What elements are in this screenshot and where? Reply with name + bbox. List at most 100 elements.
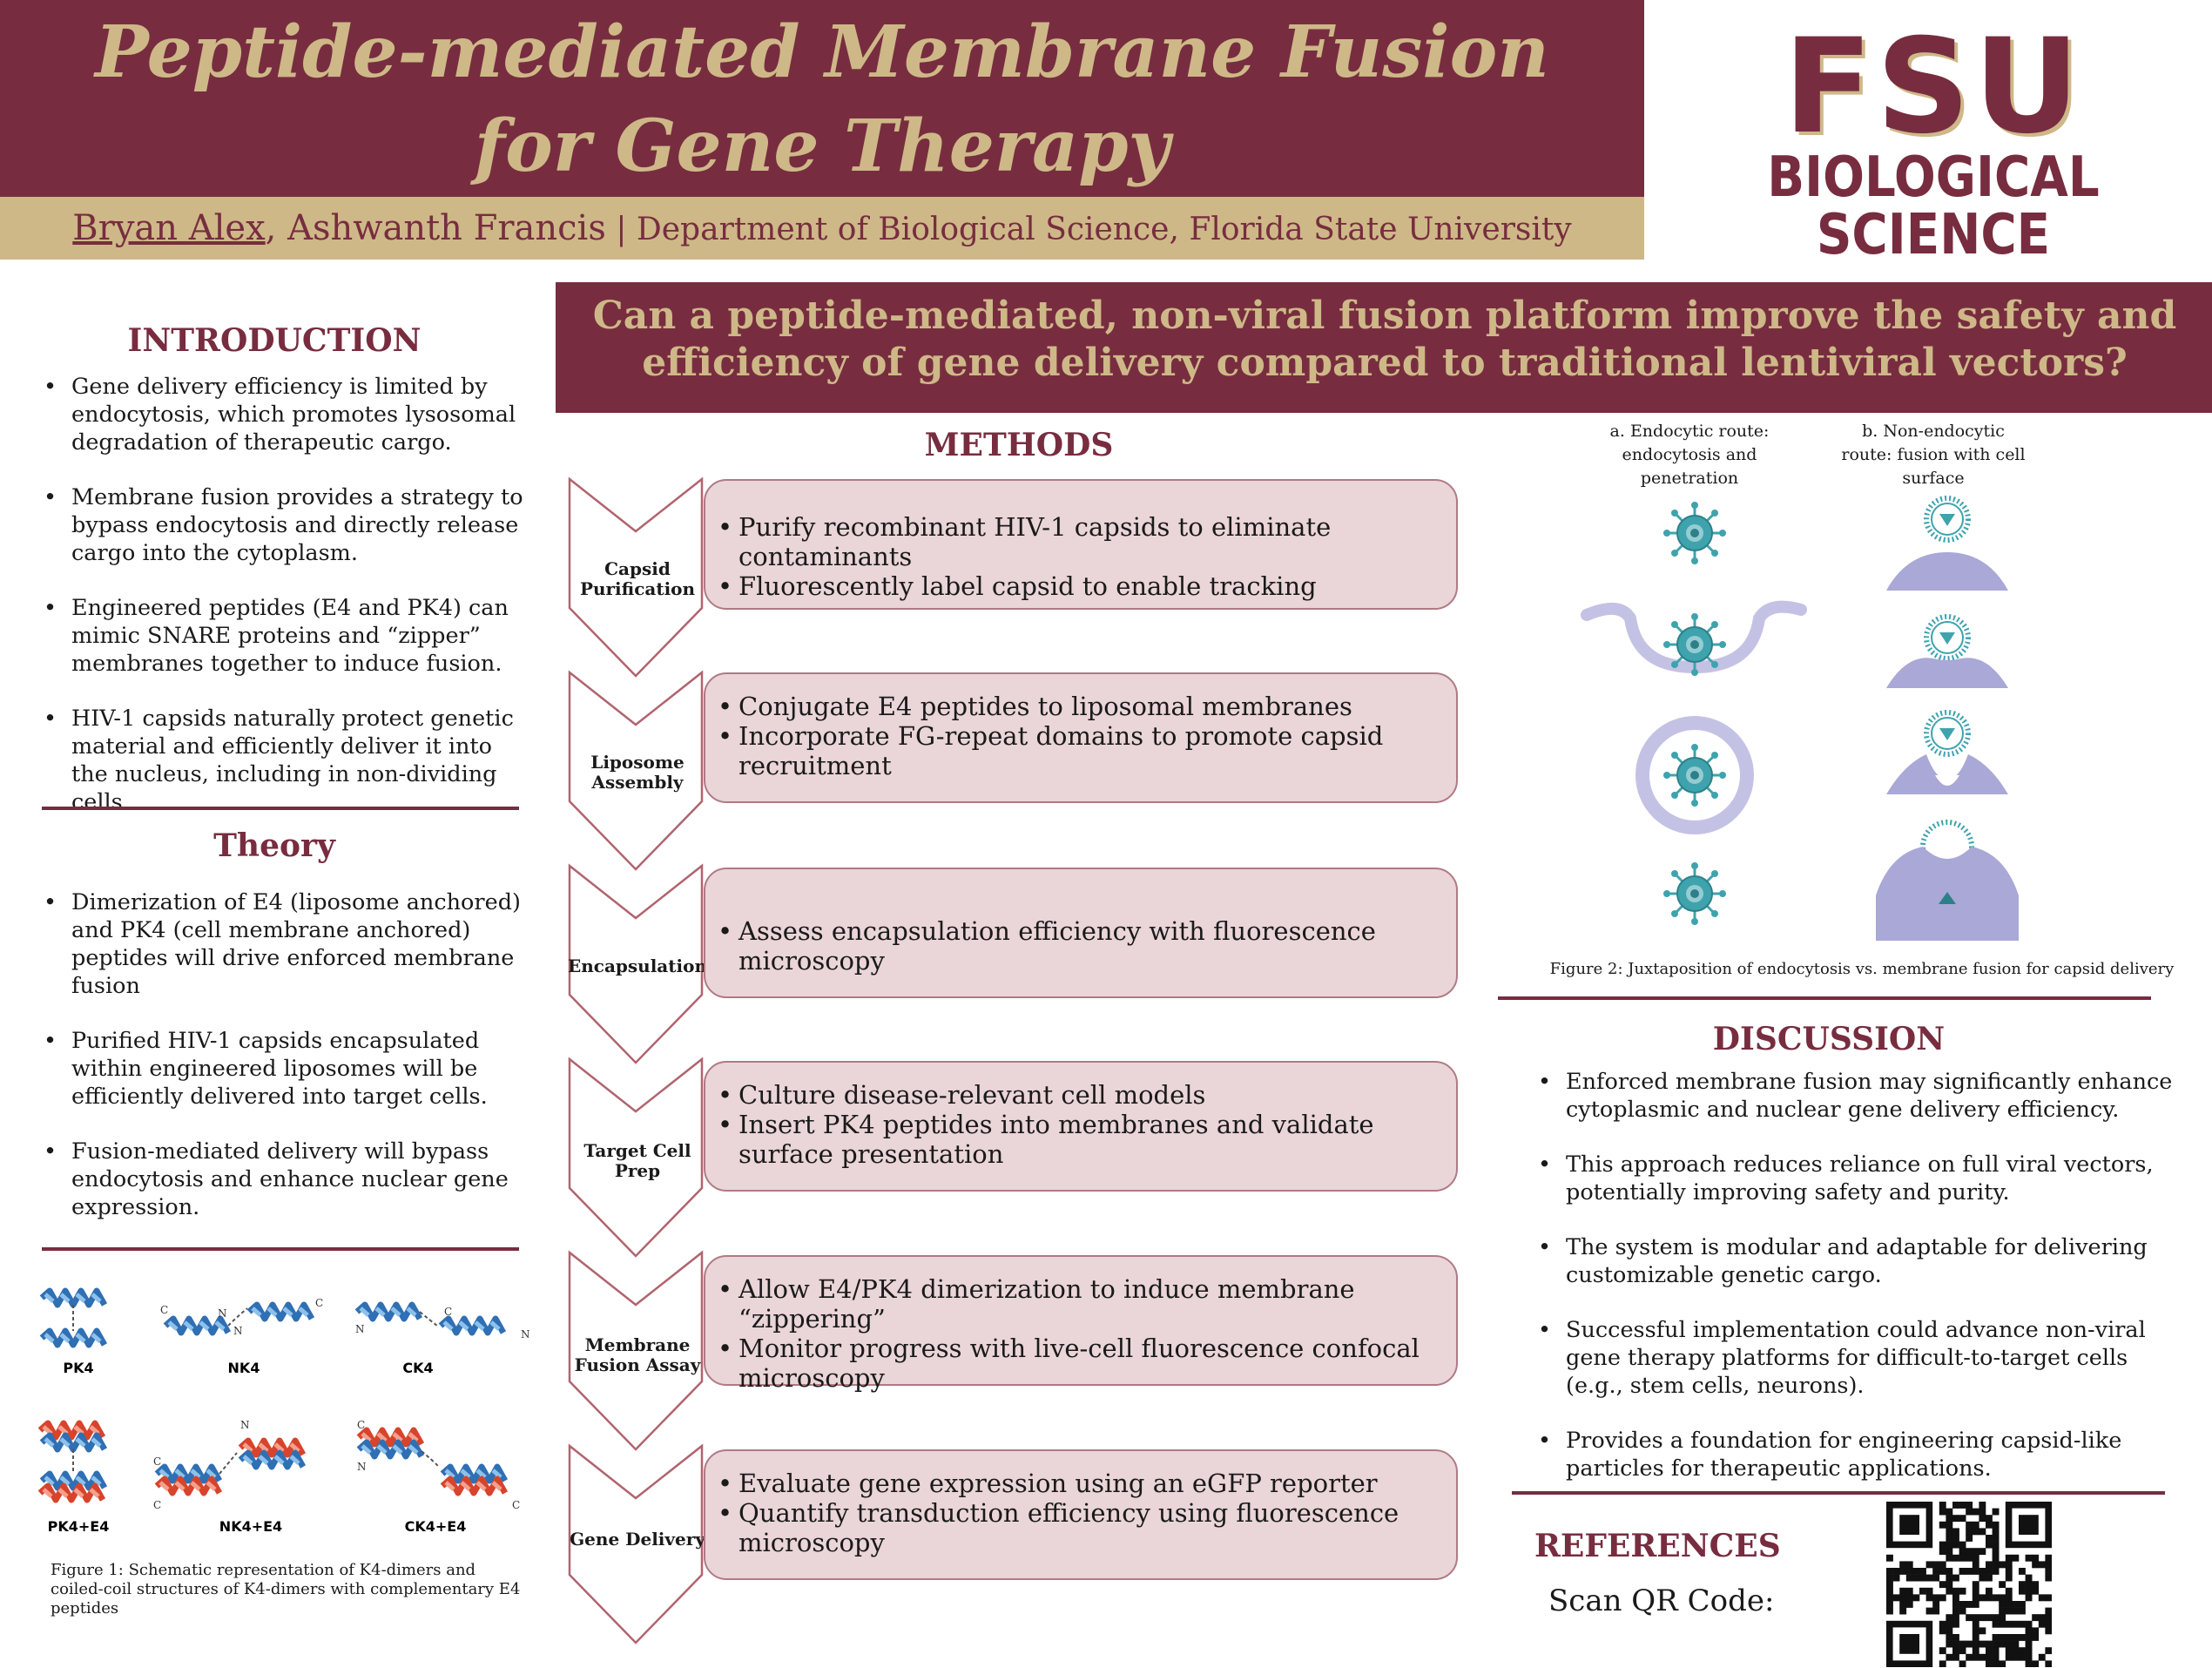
department: Department of Biological Science, Florid… (636, 212, 1572, 247)
figure1-caption: Figure 1: Schematic representation of K4… (51, 1561, 521, 1617)
fig1-term: N (357, 1461, 367, 1473)
list-item: Fusion-mediated delivery will bypass end… (44, 1138, 533, 1221)
method-box-encapsulation: Assess encapsulation efficiency with flu… (704, 868, 1458, 998)
list-item: Successful implementation could advance … (1538, 1316, 2184, 1400)
fig1-term: C (153, 1499, 161, 1511)
list-item: Enforced membrane fusion may significant… (1538, 1068, 2184, 1124)
step-label-target-cell-prep: Target Cell Prep (583, 1140, 691, 1181)
figure2-col-b-label: b. Non-endocytic route: fusion with cell… (1841, 422, 2026, 488)
fig1-term: C (315, 1297, 323, 1309)
chevron-step-2 (568, 670, 704, 871)
author-presenting: Bryan Alex (72, 208, 266, 248)
method-box-gene-delivery: Evaluate gene expression using an eGFP r… (704, 1449, 1458, 1580)
qr-code[interactable] (1886, 1502, 2052, 1667)
fusion-route (1876, 498, 2019, 941)
step-label-liposome-assembly: Liposome Assembly (590, 752, 685, 793)
discussion-heading: DISCUSSION (1712, 1021, 1946, 1057)
list-item: Purify recombinant HIV-1 capsids to elim… (705, 512, 1456, 571)
logo-fsu-wordmark: FSU (1783, 11, 2084, 163)
nk4-e4-structure: N C C (153, 1419, 303, 1511)
divider (42, 1247, 519, 1251)
list-item: Assess encapsulation efficiency with flu… (705, 916, 1456, 976)
methods-heading: METHODS (924, 427, 1114, 463)
chevron-step-5 (568, 1250, 704, 1451)
introduction-heading: INTRODUCTION (127, 322, 421, 359)
theory-list: Dimerization of E4 (liposome anchored) a… (44, 888, 533, 1248)
fig1-term: C (512, 1499, 520, 1511)
list-item: Dimerization of E4 (liposome anchored) a… (44, 888, 533, 1000)
fig1-term: N (233, 1325, 243, 1337)
figure2-col-a-label: a. Endocytic route: endocytosis and pene… (1609, 422, 1770, 488)
list-item: Evaluate gene expression using an eGFP r… (705, 1469, 1456, 1498)
scan-qr-label: Scan QR Code: (1548, 1584, 1775, 1618)
list-item: Purified HIV-1 capsids encapsulated with… (44, 1027, 533, 1111)
nk4-structure: C N N C (160, 1297, 323, 1337)
method-box-target-cell-prep: Culture disease-relevant cell modelsInse… (704, 1061, 1458, 1192)
fig1-term: C (357, 1419, 365, 1431)
list-item: The system is modular and adaptable for … (1538, 1233, 2184, 1289)
introduction-list: Gene delivery efficiency is limited by e… (44, 373, 533, 843)
fsu-logo: FSU BIOLOGICAL SCIENCE (1655, 11, 2212, 267)
divider (1512, 1491, 2165, 1495)
figure1-coiled-coil-diagram: C N N C N C N PK4 NK4 CK4 N C C (35, 1280, 530, 1535)
fig1-label-nk4-e4: NK4+E4 (219, 1518, 282, 1535)
fig1-label-pk4-e4: PK4+E4 (48, 1518, 110, 1535)
figure2-delivery-diagram (1581, 488, 2019, 941)
fig1-term: N (521, 1328, 530, 1340)
list-item: Gene delivery efficiency is limited by e… (44, 373, 533, 456)
author-coauthor: , Ashwanth Francis (265, 208, 606, 248)
list-item: Fluorescently label capsid to enable tra… (705, 571, 1456, 601)
logo-biological: BIOLOGICAL (1767, 145, 2100, 210)
fig1-label-pk4: PK4 (63, 1360, 93, 1376)
fig1-label-ck4: CK4 (402, 1360, 433, 1376)
list-item: Provides a foundation for engineering ca… (1538, 1427, 2184, 1482)
list-item: Culture disease-relevant cell models (705, 1080, 1456, 1110)
method-box-liposome-assembly: Conjugate E4 peptides to liposomal membr… (704, 672, 1458, 803)
step-label-capsid-purification: Capsid Purification (579, 558, 696, 599)
logo-science: SCIENCE (1816, 203, 2051, 267)
list-item: Allow E4/PK4 dimerization to induce memb… (705, 1274, 1456, 1334)
author-banner (0, 197, 1644, 260)
fig1-term: C (153, 1455, 161, 1468)
fig1-label-ck4-e4: CK4+E4 (405, 1518, 467, 1535)
endocytic-route (1581, 500, 1807, 927)
list-item: This approach reduces reliance on full v… (1538, 1151, 2184, 1206)
pk4-structure (42, 1291, 105, 1345)
question-banner (556, 282, 2212, 413)
list-item: Membrane fusion provides a strategy to b… (44, 483, 533, 567)
step-label-gene-delivery: Gene Delivery (570, 1529, 705, 1550)
header-banner (0, 0, 1644, 197)
chevron-step-1 (568, 477, 704, 678)
list-item: HIV-1 capsids naturally protect genetic … (44, 705, 533, 816)
step-label-encapsulation: Encapsulation (568, 956, 707, 976)
pk4-e4-structure (40, 1423, 105, 1500)
author-line: Bryan Alex, Ashwanth Francis | Departmen… (72, 208, 1572, 248)
list-item: Incorporate FG-repeat domains to promote… (705, 721, 1456, 780)
chevron-step-3 (568, 863, 704, 1064)
method-box-membrane-fusion-assay: Allow E4/PK4 dimerization to induce memb… (704, 1255, 1458, 1393)
divider (42, 807, 519, 810)
discussion-list: Enforced membrane fusion may significant… (1538, 1068, 2184, 1509)
fig1-label-nk4: NK4 (228, 1360, 260, 1376)
step-label-membrane-fusion-assay: Membrane Fusion Assay (574, 1334, 701, 1375)
chevron-step-4 (568, 1057, 704, 1258)
list-item: Quantify transduction efficiency using f… (705, 1498, 1456, 1557)
fig1-term: N (355, 1323, 365, 1335)
divider (1498, 996, 2151, 1000)
research-question: Can a peptide-mediated, non-viral fusion… (592, 294, 2177, 385)
methods-flow-arrows (568, 477, 704, 1644)
list-item: Engineered peptides (E4 and PK4) can mim… (44, 594, 533, 678)
list-item: Insert PK4 peptides into membranes and v… (705, 1110, 1456, 1169)
figure2-caption: Figure 2: Juxtaposition of endocytosis v… (1549, 960, 2175, 978)
references-heading: REFERENCES (1534, 1528, 1781, 1564)
theory-heading: Theory (213, 827, 335, 864)
list-item: Conjugate E4 peptides to liposomal membr… (705, 692, 1456, 721)
fig1-term: C (160, 1304, 168, 1316)
chevron-step-6 (568, 1443, 704, 1644)
fig1-term: N (240, 1419, 250, 1431)
method-box-capsid-purification: Purify recombinant HIV-1 capsids to elim… (704, 479, 1458, 610)
fig1-term: N (218, 1307, 227, 1320)
ck4-structure: N C N (355, 1305, 530, 1340)
ck4-e4-structure: C N C (357, 1419, 520, 1511)
